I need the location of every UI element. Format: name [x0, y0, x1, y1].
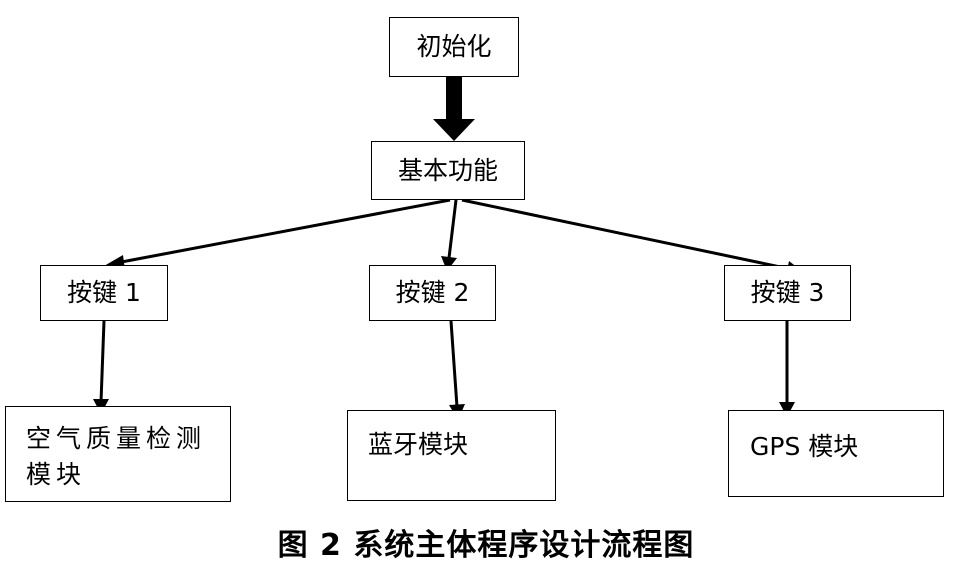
node-key-1-label: 按键 1 [67, 278, 141, 307]
node-basic-function: 基本功能 [371, 141, 525, 200]
arrow-key3-to-gps [779, 321, 795, 417]
node-init: 初始化 [389, 17, 519, 77]
figure-caption: 图 2 系统主体程序设计流程图 [277, 528, 695, 563]
node-key-3-label: 按键 3 [750, 278, 825, 307]
node-bluetooth-label: 蓝牙模块 [368, 430, 469, 459]
node-key-2-label: 按键 2 [395, 278, 470, 307]
arrow-basic-to-key2 [441, 199, 458, 271]
arrow-init-to-basic [433, 77, 475, 141]
node-bluetooth-module: 蓝牙模块 [347, 410, 556, 501]
node-air-quality-label-line1: 空气质量检测 [26, 424, 207, 453]
node-key-2: 按键 2 [369, 265, 496, 321]
node-key-3: 按键 3 [724, 265, 851, 321]
arrow-key1-to-air [93, 320, 109, 414]
node-gps-label: GPS 模块 [750, 432, 859, 461]
node-air-quality-label-line2: 模块 [26, 460, 87, 489]
node-init-label: 初始化 [416, 32, 492, 61]
node-basic-function-label: 基本功能 [397, 155, 498, 185]
node-key-1: 按键 1 [40, 265, 168, 321]
node-gps-module: GPS 模块 [728, 410, 944, 497]
arrow-basic-to-key1 [104, 198, 451, 270]
arrow-key2-to-bluetooth [449, 320, 465, 420]
node-air-quality-module: 空气质量检测 模块 [5, 406, 231, 502]
